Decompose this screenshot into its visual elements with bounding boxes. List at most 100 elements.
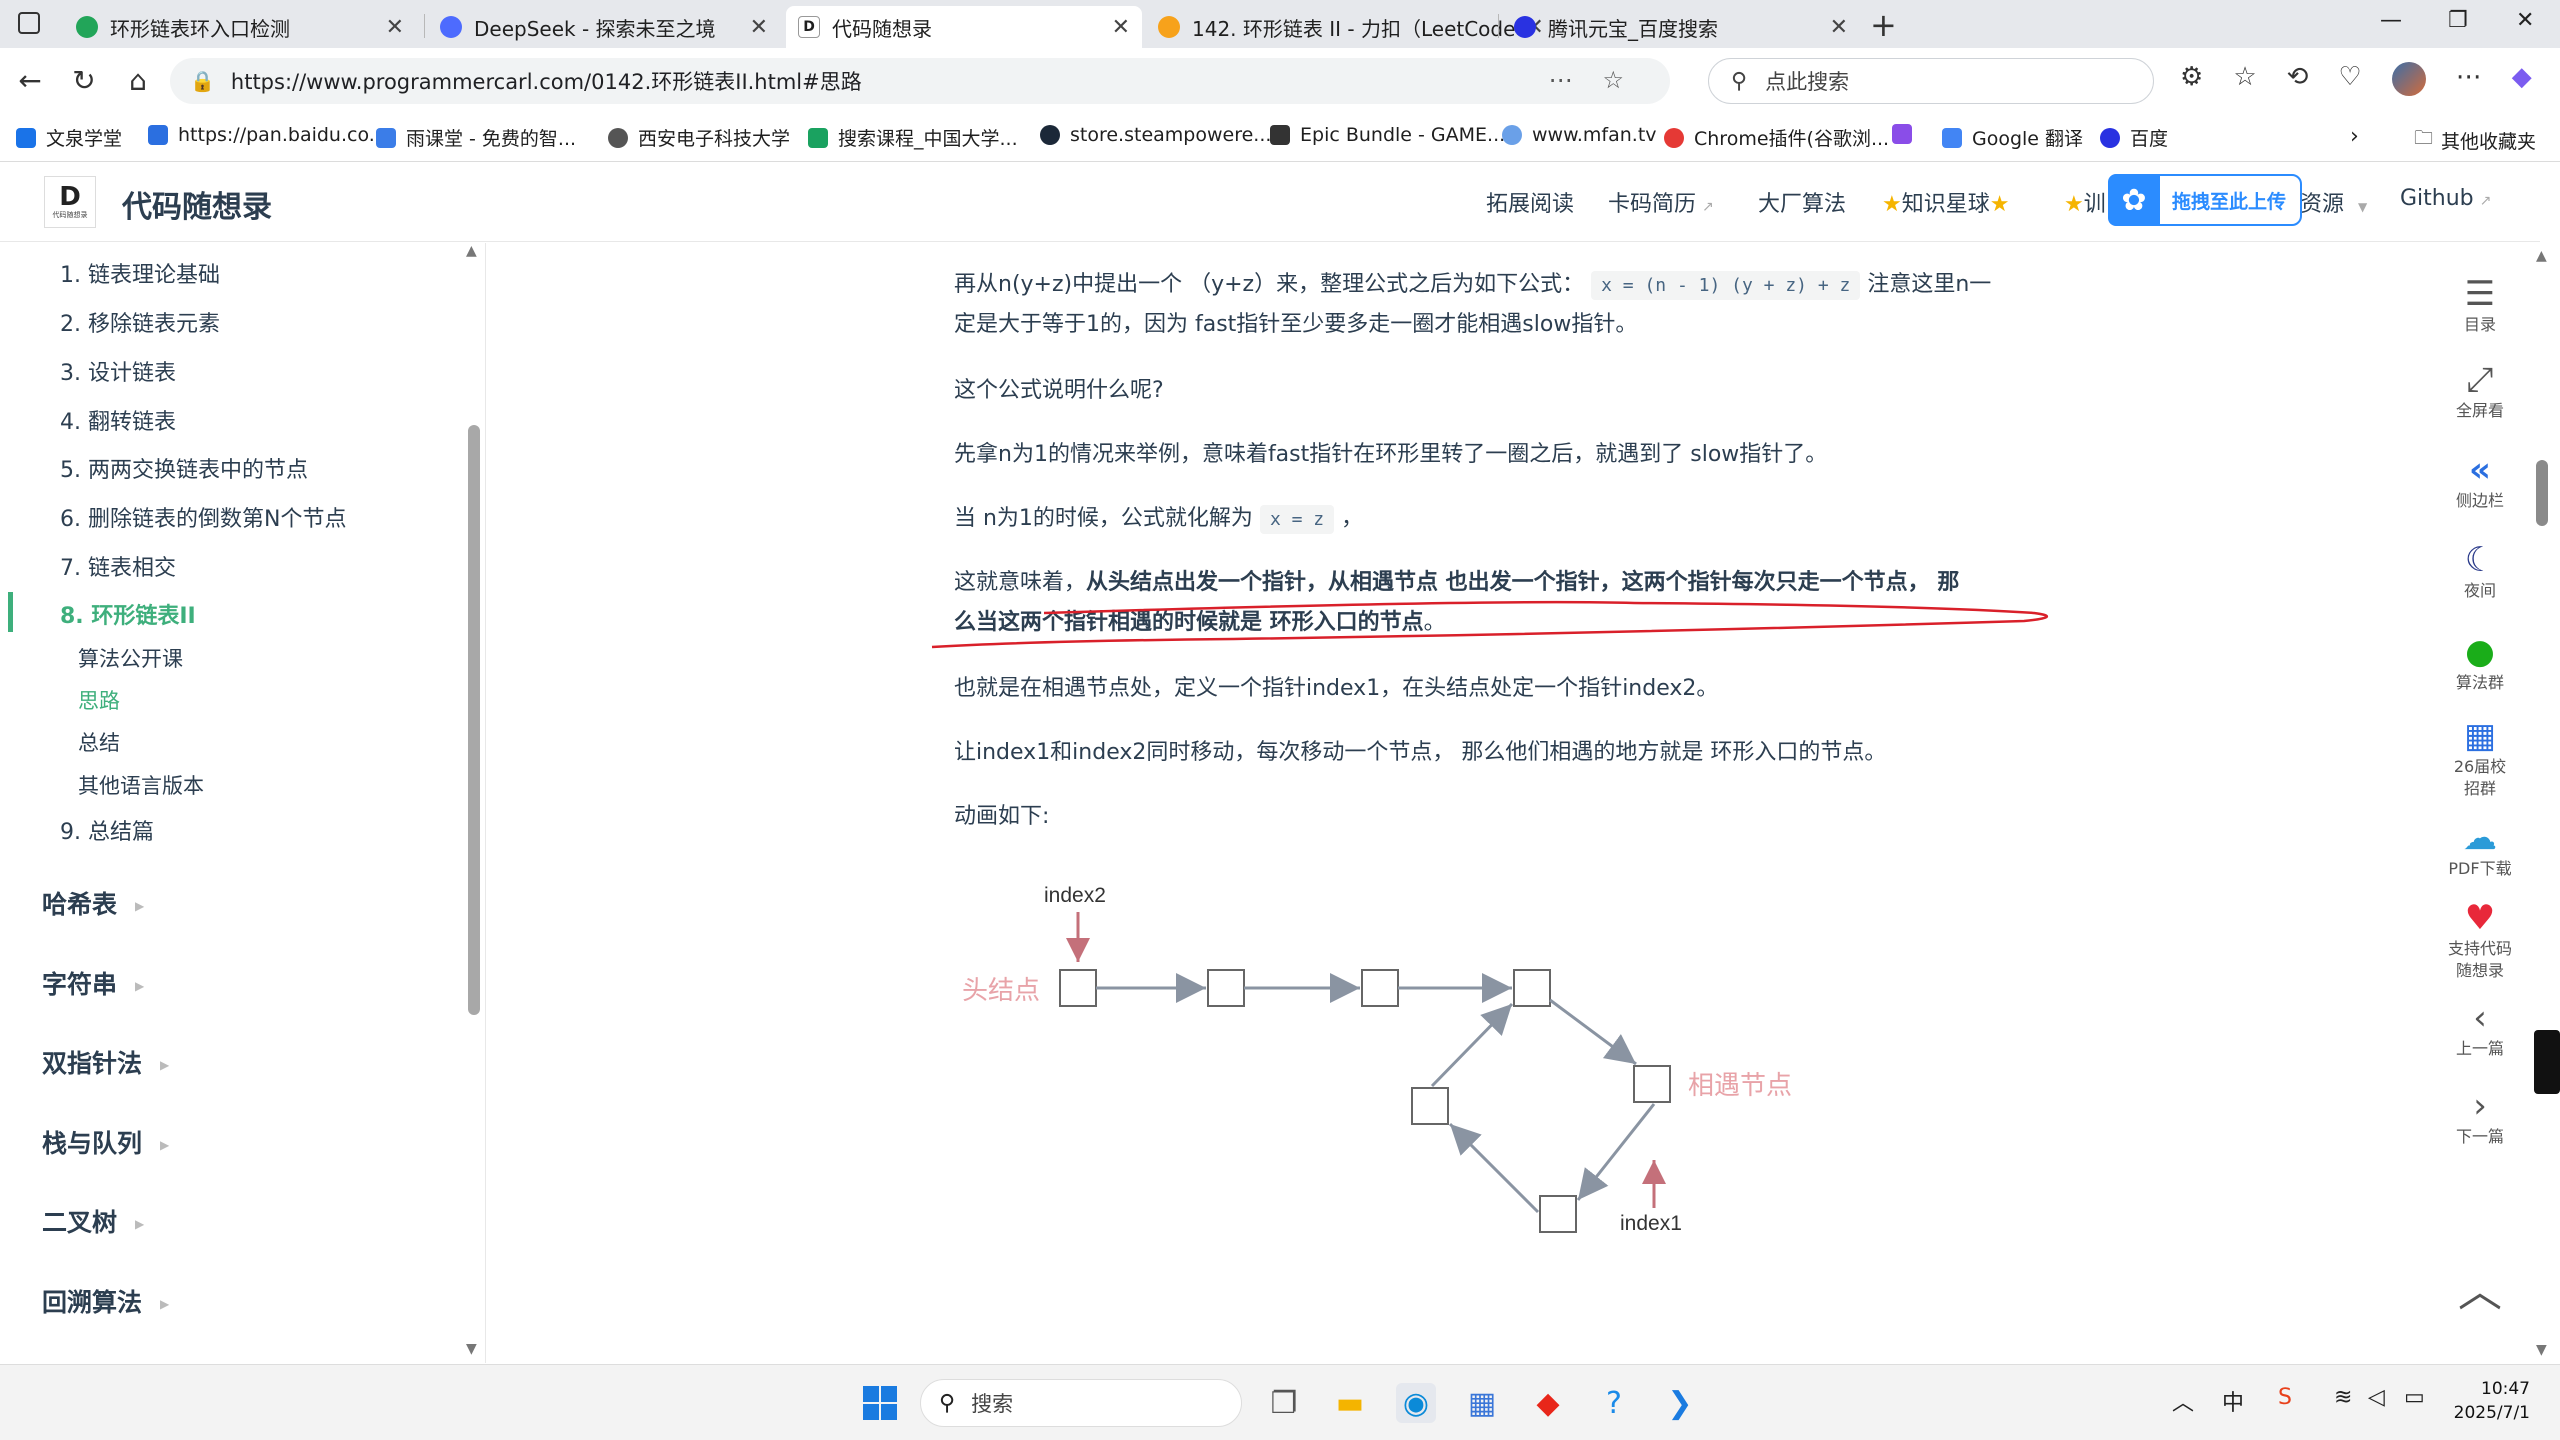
refresh-icon[interactable]: ↻ bbox=[72, 63, 96, 97]
copilot-icon[interactable]: ◆ bbox=[2511, 62, 2532, 92]
tab-programmercarl[interactable]: D 代码随想录 ✕ bbox=[786, 6, 1142, 48]
home-icon[interactable]: ⌂ bbox=[129, 63, 147, 97]
nav-algorithm[interactable]: 大厂算法 bbox=[1758, 192, 1847, 217]
help-icon[interactable]: ? bbox=[1606, 1385, 1622, 1421]
bookmark-item[interactable]: 搜索课程_中国大学... bbox=[808, 124, 1018, 151]
sidebar-item-design[interactable]: 3. 设计链表 bbox=[60, 361, 176, 386]
bookmark-item[interactable]: 雨课堂 - 免费的智... bbox=[376, 124, 576, 151]
close-icon[interactable]: ✕ bbox=[749, 14, 768, 40]
system-clock[interactable]: 10:47 2025/7/1 bbox=[2453, 1379, 2530, 1423]
favorites-icon[interactable]: ☆ bbox=[2233, 62, 2257, 92]
sidebar-item-basics[interactable]: 1. 链表理论基础 bbox=[60, 263, 220, 288]
extensions-icon[interactable]: ⚙ bbox=[2180, 62, 2204, 92]
performance-icon[interactable]: ♡ bbox=[2338, 62, 2362, 92]
bookmark-item[interactable]: Epic Bundle - GAME... bbox=[1270, 124, 1505, 146]
fullscreen-button[interactable]: ⤢全屏看 bbox=[2440, 360, 2520, 422]
wifi-icon[interactable]: ≋ bbox=[2334, 1385, 2353, 1410]
bookmark-item[interactable]: 西安电子科技大学 bbox=[608, 124, 790, 151]
previous-article-button[interactable]: ‹上一篇 bbox=[2440, 998, 2520, 1060]
bookmark-item[interactable]: store.steampowere... bbox=[1040, 124, 1271, 146]
sogou-icon[interactable]: S bbox=[2278, 1385, 2292, 1410]
favorite-star-icon[interactable]: ☆ bbox=[1602, 66, 1654, 94]
nav-training[interactable]: ★训 bbox=[2064, 192, 2106, 217]
history-icon[interactable]: ⟲ bbox=[2286, 62, 2309, 92]
more-icon[interactable]: ⋯ bbox=[1548, 66, 1603, 94]
sidebar-group-binary-tree[interactable]: 二叉树▶ bbox=[42, 1208, 145, 1237]
new-tab-icon[interactable]: + bbox=[1870, 6, 1897, 44]
address-bar[interactable]: 🔒 https://www.programmercarl.com/0142.环形… bbox=[170, 58, 1670, 104]
minimize-icon[interactable]: — bbox=[2380, 8, 2402, 33]
ime-indicator[interactable]: 中 bbox=[2222, 1391, 2245, 1416]
tab-cycle-detection[interactable]: 环形链表环入口检测 ✕ bbox=[64, 6, 416, 48]
nav-resources[interactable]: 资源▼ bbox=[2300, 192, 2368, 217]
pdf-download-button[interactable]: ☁PDF下载 bbox=[2440, 818, 2520, 880]
sidebar-group-string[interactable]: 字符串▶ bbox=[42, 970, 145, 999]
sidebar-group-stack-queue[interactable]: 栈与队列▶ bbox=[42, 1129, 170, 1158]
tab-deepseek[interactable]: DeepSeek - 探索未至之境 ✕ bbox=[428, 6, 780, 48]
tab-baidu-search[interactable]: 腾讯元宝_百度搜索 ✕ bbox=[1502, 6, 1860, 48]
wechat-group-button[interactable]: ●算法群 bbox=[2440, 632, 2520, 694]
back-icon[interactable]: ← bbox=[18, 63, 42, 97]
bookmark-item[interactable]: Google 翻译 bbox=[1942, 124, 2083, 151]
file-explorer-icon[interactable]: ▬ bbox=[1335, 1385, 1365, 1421]
vscode-icon[interactable]: ❯ bbox=[1667, 1385, 1693, 1421]
bookmark-item[interactable]: 文泉学堂 bbox=[16, 124, 122, 151]
battery-icon[interactable]: ▭ bbox=[2404, 1385, 2425, 1410]
bookmark-item[interactable]: Chrome插件(谷歌浏... bbox=[1664, 124, 1889, 151]
scroll-up-arrow-icon[interactable]: ▲ bbox=[466, 243, 477, 259]
taskbar-search[interactable]: ⚲ 搜索 bbox=[920, 1379, 1242, 1427]
profile-avatar[interactable] bbox=[2391, 62, 2426, 96]
sidebar-item-reverse[interactable]: 4. 翻转链表 bbox=[60, 410, 176, 435]
close-icon[interactable]: ✕ bbox=[1829, 14, 1848, 40]
browser-search-box[interactable]: ⚲ 点此搜索 bbox=[1708, 58, 2154, 104]
edge-browser-icon[interactable]: ◉ bbox=[1396, 1383, 1436, 1423]
page-scrollbar[interactable] bbox=[2536, 460, 2548, 526]
url-text[interactable]: https://www.programmercarl.com/0142.环形链表… bbox=[230, 70, 862, 94]
site-title[interactable]: 代码随想录 bbox=[122, 190, 272, 225]
tab-actions-icon[interactable] bbox=[18, 12, 40, 34]
scroll-down-arrow-icon[interactable]: ▼ bbox=[466, 1341, 477, 1357]
sidebar-item-remove[interactable]: 2. 移除链表元素 bbox=[60, 312, 220, 337]
site-logo[interactable]: D 代码随想录 bbox=[44, 176, 96, 228]
sidebar-sub-idea[interactable]: 思路 bbox=[78, 689, 120, 713]
lock-icon[interactable]: 🔒 bbox=[190, 69, 215, 93]
sidebar-sub-other-langs[interactable]: 其他语言版本 bbox=[78, 774, 204, 798]
bookmark-item[interactable] bbox=[1892, 124, 1922, 144]
other-bookmarks[interactable]: 🗀其他收藏夹 bbox=[2414, 124, 2536, 156]
sidebar-item-delete-nth[interactable]: 6. 删除链表的倒数第N个节点 bbox=[60, 507, 347, 532]
toc-button[interactable]: ☰目录 bbox=[2440, 274, 2520, 336]
sidebar-scrollbar[interactable] bbox=[468, 425, 480, 1015]
sidebar-item-intersect[interactable]: 7. 链表相交 bbox=[60, 556, 176, 581]
nav-reading[interactable]: 拓展阅读 bbox=[1486, 192, 1575, 217]
menu-icon[interactable]: ⋯ bbox=[2455, 62, 2482, 92]
sidebar-item-cycle[interactable]: 8. 环形链表II bbox=[60, 604, 196, 629]
upload-float-widget[interactable]: ✿ 拖拽至此上传 bbox=[2108, 174, 2302, 226]
back-to-top-button[interactable]: ︿ bbox=[2440, 1270, 2520, 1314]
sidebar-item-swap[interactable]: 5. 两两交换链表中的节点 bbox=[60, 458, 308, 483]
nav-github[interactable]: Github↗ bbox=[2400, 186, 2492, 211]
store-icon[interactable]: ▦ bbox=[1467, 1385, 1497, 1421]
sidebar-group-backtracking[interactable]: 回溯算法▶ bbox=[42, 1288, 170, 1317]
close-icon[interactable]: ✕ bbox=[1111, 14, 1130, 40]
support-button[interactable]: ♥支持代码随想录 bbox=[2440, 898, 2520, 982]
sidebar-group-two-pointers[interactable]: 双指针法▶ bbox=[42, 1049, 170, 1078]
page-scroll-down-icon[interactable]: ▼ bbox=[2536, 1342, 2547, 1358]
windows-start-icon[interactable] bbox=[860, 1383, 900, 1423]
sidebar-item-summary[interactable]: 9. 总结篇 bbox=[60, 820, 154, 845]
sidebar-sub-course[interactable]: 算法公开课 bbox=[78, 647, 183, 671]
tab-leetcode[interactable]: 142. 环形链表 II - 力扣（LeetCode ✕ bbox=[1146, 6, 1544, 48]
close-window-icon[interactable]: ✕ bbox=[2516, 8, 2535, 33]
bookmark-item[interactable]: 百度 bbox=[2100, 124, 2168, 151]
page-scroll-up-icon[interactable]: ▲ bbox=[2536, 248, 2547, 264]
volume-icon[interactable]: ◁ bbox=[2368, 1385, 2385, 1410]
close-icon[interactable]: ✕ bbox=[385, 14, 404, 40]
task-view-icon[interactable]: ❐ bbox=[1270, 1385, 1298, 1421]
side-handle[interactable] bbox=[2534, 1030, 2560, 1094]
nav-planet[interactable]: ★知识星球★ bbox=[1882, 192, 2010, 217]
nav-resume[interactable]: 卡码简历↗ bbox=[1608, 192, 1714, 217]
red-app-icon[interactable]: ◆ bbox=[1536, 1385, 1560, 1421]
bookmark-item[interactable]: www.mfan.tv bbox=[1502, 124, 1657, 146]
tray-overflow-icon[interactable]: ︿ bbox=[2172, 1391, 2195, 1416]
sidebar-group-hash[interactable]: 哈希表▶ bbox=[42, 890, 145, 919]
night-mode-button[interactable]: ☾夜间 bbox=[2440, 540, 2520, 602]
